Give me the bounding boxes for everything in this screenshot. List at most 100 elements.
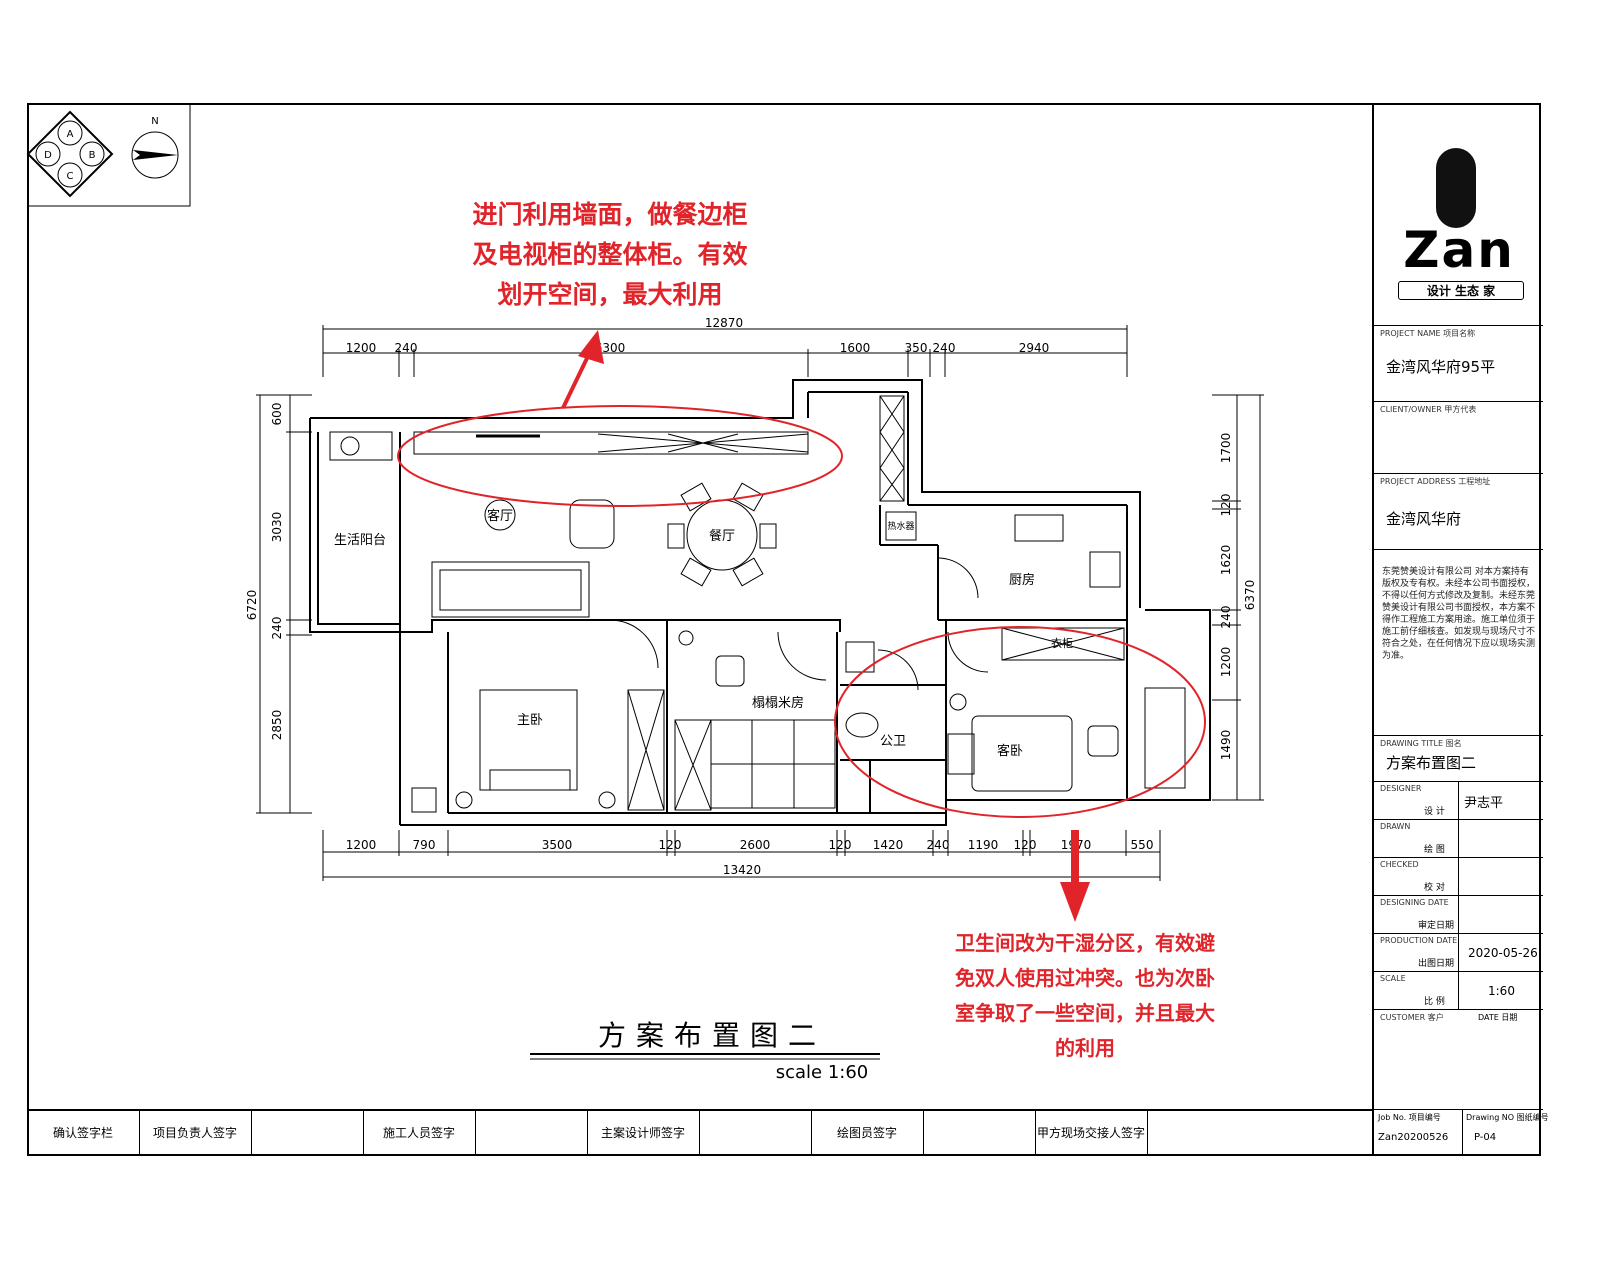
dim-bottom: 1200	[346, 838, 377, 852]
tb-sign-date-label: DATE 日期	[1478, 1013, 1518, 1022]
annotation-top-line: 划开空间，最大利用	[497, 280, 723, 309]
drawing-title: 方案布置图二	[598, 1019, 826, 1052]
compass-box: A B C D N	[26, 103, 191, 207]
label-water-heater: 热水器	[887, 520, 914, 532]
dimension-labels: 12870 1200 240 6300 1600 350 240 2940 13…	[245, 316, 1257, 877]
annotation-marks	[397, 405, 1206, 818]
sig-confirm: 确认签字栏	[27, 1111, 140, 1156]
dim-top: 350	[905, 341, 928, 355]
dim-top: 1600	[840, 341, 871, 355]
dim-bottom: 3500	[542, 838, 573, 852]
highlight-ellipse-bathroom	[834, 626, 1206, 818]
tb-confirm-cn: 审定日期	[1418, 921, 1455, 931]
washing-machine	[329, 431, 393, 461]
tb-designer: DESIGNER 设 计 尹志平	[1374, 781, 1543, 819]
dim-bottom-total: 13420	[723, 863, 761, 877]
drawing-title-block: 方案布置图二 scale 1:60	[530, 1019, 880, 1083]
tb-checked-cn: 校 对	[1424, 883, 1445, 893]
dim-left: 600	[270, 403, 284, 426]
tb-designer-cn: 设 计	[1424, 807, 1445, 817]
room-master-bedroom: 主卧	[517, 713, 543, 728]
annotation-bottom-line: 室争取了一些空间，并且最大	[955, 1001, 1215, 1025]
dim-bottom: 790	[413, 838, 436, 852]
sig-designer: 主案设计师签字	[587, 1111, 700, 1156]
dim-bottom: 2600	[740, 838, 771, 852]
tb-confirm: DESIGNING DATE 审定日期	[1374, 895, 1543, 933]
kitchen-sink	[1089, 551, 1121, 588]
guest-bed	[971, 715, 1073, 792]
dim-top: 240	[933, 341, 956, 355]
tb-project-name: 金湾风华府95平	[1386, 358, 1496, 376]
tb-dwg-no: P-04	[1474, 1132, 1497, 1143]
tb-date-cn: 出图日期	[1418, 959, 1455, 969]
floor-plan: A B C D N	[26, 103, 1264, 1083]
annotation-bottom: 卫生间改为干湿分区，有效避 免双人使用过冲突。也为次卧 室争取了一些空间，并且最…	[905, 926, 1265, 1066]
annotation-bottom-line: 免双人使用过冲突。也为次卧	[955, 966, 1215, 990]
dim-bottom: 240	[927, 838, 950, 852]
sig-blank	[475, 1111, 588, 1156]
dim-bottom: 1420	[873, 838, 904, 852]
water-heater	[885, 511, 917, 541]
tb-drawing: DRAWING TITLE 图名 方案布置图二	[1374, 735, 1543, 781]
annotation-top-line: 进门利用墙面，做餐边柜	[472, 200, 748, 229]
tb-job-label: Job No. 项目编号	[1378, 1113, 1441, 1122]
annotation-arrows	[561, 330, 1090, 922]
tb-project-label: PROJECT NAME 项目名称	[1380, 329, 1476, 338]
dim-right: 1490	[1219, 730, 1233, 761]
dim-bottom: 550	[1131, 838, 1154, 852]
toilet	[845, 712, 879, 738]
sig-blank	[251, 1111, 364, 1156]
room-labels: 客厅 餐厅 生活阳台 厨房 主卧 榻榻米房 公卫 客卧 衣柜 热水器	[334, 508, 1073, 759]
room-kitchen: 厨房	[1009, 572, 1035, 588]
dim-right: 120	[1219, 494, 1233, 517]
annotation-top: 进门利用墙面，做餐边柜 及电视柜的整体柜。有效 划开空间，最大利用	[420, 195, 800, 315]
title-block: Zan 设计 生态 家 PROJECT NAME 项目名称 金湾风华府95平 C…	[1372, 103, 1549, 1156]
dim-top: 1200	[346, 341, 377, 355]
tb-designer-name: 尹志平	[1464, 796, 1504, 811]
tb-drawn: DRAWN 绘 图	[1374, 819, 1543, 857]
label-wardrobe: 衣柜	[1051, 636, 1073, 650]
arrow-down-icon	[1060, 882, 1090, 922]
dim-top: 240	[395, 341, 418, 355]
tb-client: CLIENT/OWNER 甲方代表	[1374, 401, 1543, 473]
zone-c-label: C	[67, 171, 74, 182]
wardrobe-master	[627, 689, 665, 811]
signature-bar: 确认签字栏 项目负责人签字 施工人员签字 主案设计师签字 绘图员签字 甲方现场交…	[27, 1109, 1372, 1156]
bed	[479, 689, 578, 791]
tb-customer-label: CUSTOMER 客户	[1380, 1013, 1444, 1022]
tb-scale: SCALE 比 例 1:60	[1374, 971, 1543, 1009]
tb-checked: CHECKED 校 对	[1374, 857, 1543, 895]
tb-project: PROJECT NAME 项目名称 金湾风华府95平	[1374, 325, 1543, 401]
zone-a-label: A	[67, 129, 74, 140]
sig-blank	[923, 1111, 1036, 1156]
tb-drawing-label: DRAWING TITLE 图名	[1380, 739, 1462, 748]
dim-bottom: 120	[829, 838, 852, 852]
annotation-bottom-line: 的利用	[1055, 1036, 1115, 1060]
tb-notes: 东莞赞美设计有限公司 对本方案持有版权及专有权。未经本公司书面授权，不得以任何方…	[1374, 549, 1543, 735]
wash-basin	[845, 641, 875, 673]
tb-date-value: 2020-05-26	[1468, 946, 1538, 960]
tb-scale-label: SCALE	[1380, 974, 1406, 983]
dim-right: 240	[1219, 606, 1233, 629]
dim-right: 1200	[1219, 647, 1233, 678]
tb-address-label: PROJECT ADDRESS 工程地址	[1380, 477, 1491, 486]
dim-bottom: 120	[1014, 838, 1037, 852]
room-guest-bedroom: 客卧	[997, 743, 1023, 759]
dimension-lines	[256, 325, 1264, 881]
drawing-sheet-border	[27, 103, 1541, 1156]
tb-confirm-label: DESIGNING DATE	[1380, 898, 1449, 907]
dim-right: 1620	[1219, 545, 1233, 576]
tb-drawing-name: 方案布置图二	[1386, 754, 1477, 772]
sig-client-handover: 甲方现场交接人签字	[1035, 1111, 1148, 1156]
furniture	[329, 395, 1186, 813]
walls	[309, 379, 1211, 826]
dim-top: 2940	[1019, 341, 1050, 355]
desk-chair	[1087, 725, 1119, 757]
stove	[1014, 514, 1064, 542]
dim-top: 6300	[595, 341, 626, 355]
logo-wordmark: Zan	[1403, 221, 1515, 279]
room-living: 客厅	[487, 508, 513, 524]
logo: Zan 设计 生态 家	[1374, 103, 1543, 325]
armchair	[569, 499, 615, 549]
tb-job-no: Zan20200526	[1378, 1132, 1449, 1143]
